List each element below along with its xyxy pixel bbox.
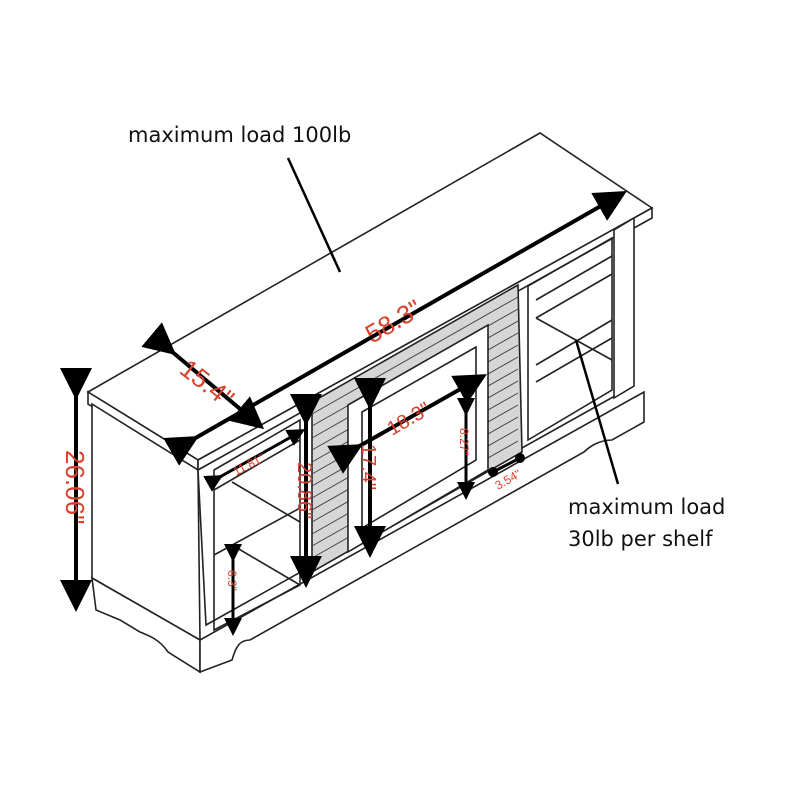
firebox-height-label: 17.4" bbox=[357, 444, 379, 490]
right-post bbox=[613, 216, 635, 400]
firebox-inset-dot-left bbox=[488, 467, 498, 477]
top-load-label: maximum load 100lb bbox=[128, 123, 351, 147]
firebox-inset-dot-right bbox=[515, 453, 525, 463]
firebox-depth-label: 8.27" bbox=[457, 428, 471, 456]
shelf-load-leader bbox=[574, 339, 620, 485]
dimension-arrows bbox=[60, 157, 627, 636]
shelf-depth-arrow bbox=[203, 429, 306, 492]
shelf-load-label-line1: maximum load bbox=[568, 495, 725, 519]
firebox-inset-line bbox=[492, 456, 521, 474]
height-label: 26.06" bbox=[60, 450, 90, 524]
bottom-shelf-gap-label: 6.3" bbox=[225, 570, 239, 591]
base-left bbox=[91, 576, 201, 674]
shelf-opening-height-label: 20.86" bbox=[293, 462, 315, 519]
depth-arrow bbox=[141, 322, 265, 430]
top-load-leader bbox=[286, 157, 342, 273]
shelf-load-label-line2: 30lb per shelf bbox=[568, 527, 713, 551]
